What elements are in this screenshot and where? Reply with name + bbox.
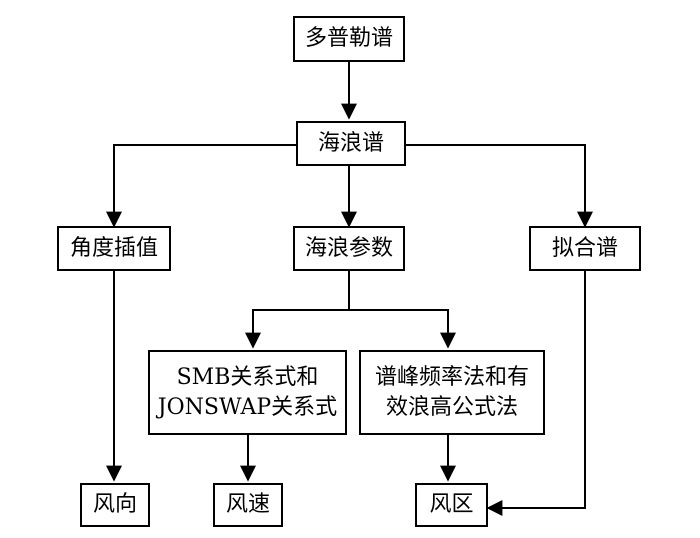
- node-wave-parameters: 海浪参数: [293, 226, 405, 271]
- node-wave-spectrum: 海浪谱: [296, 121, 406, 166]
- node-wind-direction: 风向: [80, 483, 150, 527]
- node-peak-frequency-line-2: 效浪高公式法: [385, 394, 518, 420]
- connector-parameters-split: [245, 271, 350, 349]
- node-peak-frequency: 谱峰频率法和有 效浪高公式法: [359, 350, 545, 435]
- node-angle-interpolation: 角度插值: [57, 226, 171, 271]
- node-angle-interpolation-label: 角度插值: [69, 235, 158, 261]
- node-wave-spectrum-label: 海浪谱: [317, 130, 384, 156]
- node-wind-speed-label: 风速: [225, 492, 270, 517]
- node-wind-speed: 风速: [213, 483, 283, 527]
- node-doppler-spectrum: 多普勒谱: [293, 16, 405, 62]
- node-wave-parameters-label: 海浪参数: [304, 235, 393, 261]
- connector-parameters-to-peak: [349, 309, 456, 349]
- node-wind-direction-label: 风向: [92, 492, 137, 517]
- node-smb-jonswap-line-1: SMB关系式和: [176, 364, 319, 390]
- connector-wave-spectrum-to-angle: [106, 144, 296, 228]
- node-wind-area: 风区: [415, 483, 488, 527]
- node-doppler-spectrum-label: 多普勒谱: [304, 26, 393, 51]
- connector-wave-spectrum-to-fitted: [406, 144, 593, 228]
- connector-fitted-to-wind-area: [486, 271, 586, 516]
- node-fitted-spectrum: 拟合谱: [529, 226, 641, 271]
- node-fitted-spectrum-label: 拟合谱: [551, 235, 618, 261]
- node-wind-area-label: 风区: [429, 492, 474, 517]
- node-smb-jonswap: SMB关系式和 JONSWAP关系式: [148, 350, 347, 435]
- node-smb-jonswap-line-2: JONSWAP关系式: [157, 394, 338, 420]
- node-peak-frequency-line-1: 谱峰频率法和有: [374, 364, 529, 390]
